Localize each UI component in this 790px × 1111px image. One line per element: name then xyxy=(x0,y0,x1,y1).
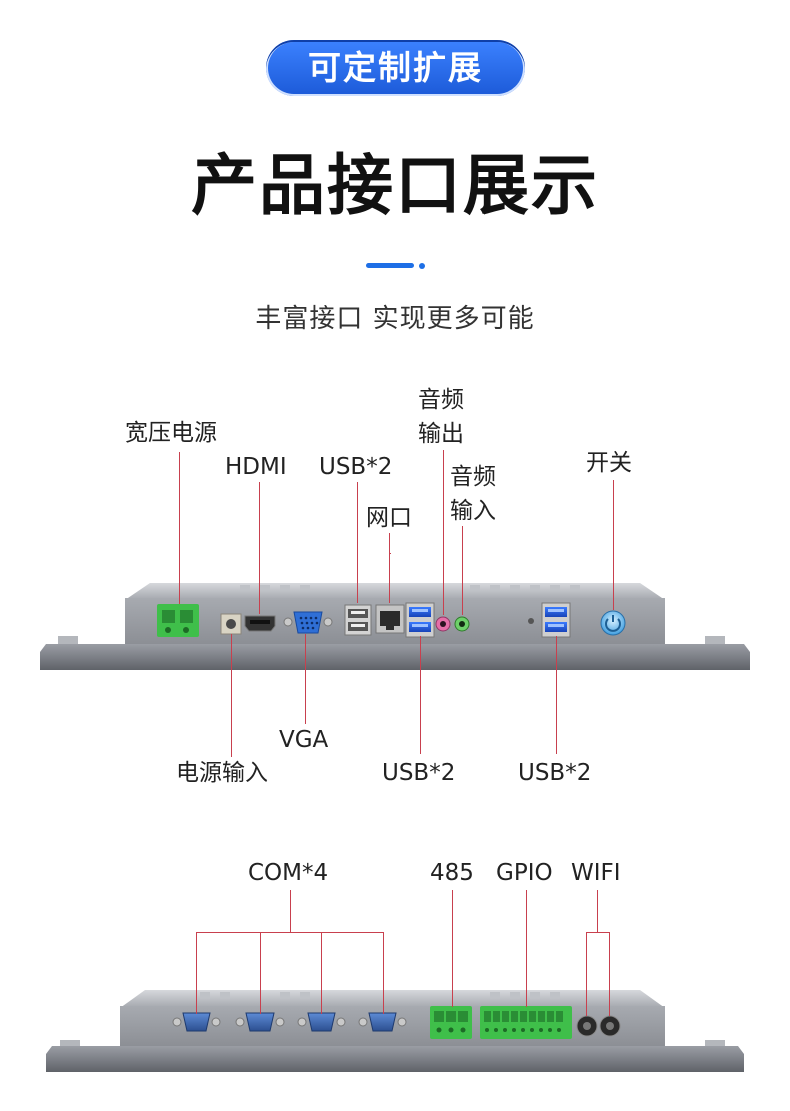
power-button xyxy=(600,610,626,636)
label-dc-in: 电源输入 xyxy=(176,760,268,786)
label-vga: VGA xyxy=(279,727,329,753)
com-port-1 xyxy=(172,1012,221,1032)
page-title: 产品接口展示 xyxy=(191,147,599,224)
leader-wifi-2 xyxy=(609,932,610,1016)
leader-audio-out xyxy=(443,450,444,615)
heatsink-fins-2 xyxy=(120,990,665,1008)
leader-audio-in xyxy=(462,526,463,615)
leader-wide-power xyxy=(179,452,180,604)
label-usb-top: USB*2 xyxy=(319,454,393,480)
leader-com-bracket xyxy=(196,932,384,933)
wifi-antenna-port-2 xyxy=(599,1015,621,1037)
leader-com-stem xyxy=(290,890,291,932)
label-wide-power: 宽压电源 xyxy=(125,420,217,446)
dc-power-jack xyxy=(220,613,242,635)
label-hdmi: HDMI xyxy=(225,454,287,480)
leader-wifi-bracket xyxy=(586,932,610,933)
label-usb-bottom-2: USB*2 xyxy=(518,760,592,786)
title-underline-dot xyxy=(419,263,425,269)
wide-voltage-power-terminal xyxy=(157,604,199,637)
wifi-antenna-port-1 xyxy=(576,1015,598,1037)
audio-in-jack xyxy=(454,616,470,632)
leader-gpio xyxy=(526,890,527,1007)
label-com: COM*4 xyxy=(248,860,329,886)
display-frame xyxy=(40,644,750,670)
leader-rs485 xyxy=(452,890,453,1007)
usb2-stacked-port xyxy=(344,604,372,636)
title-underline xyxy=(366,263,414,268)
label-audio-in-line2: 输入 xyxy=(450,498,496,524)
leader-power-switch xyxy=(613,480,614,610)
label-gpio: GPIO xyxy=(496,860,553,886)
label-rs485: 485 xyxy=(430,860,474,886)
leader-wifi-1 xyxy=(586,932,587,1016)
rs485-terminal xyxy=(430,1006,472,1039)
leader-lan-b xyxy=(389,553,391,554)
leader-com-1 xyxy=(196,932,197,1014)
leader-lan-c xyxy=(389,553,390,603)
leader-lan-a xyxy=(389,533,390,553)
leader-hdmi xyxy=(259,482,260,614)
leader-com-2 xyxy=(260,932,261,1014)
badge-custom-extension: 可定制扩展 xyxy=(266,40,525,96)
heatsink-fins xyxy=(125,583,665,600)
vga-port xyxy=(283,611,333,634)
leader-wifi-stem xyxy=(597,890,598,932)
leader-dc-in xyxy=(231,634,232,757)
page-subtitle: 丰富接口 实现更多可能 xyxy=(255,304,535,334)
ethernet-port xyxy=(375,604,405,634)
leader-com-3 xyxy=(321,932,322,1014)
gpio-terminal xyxy=(480,1006,572,1039)
label-usb-bottom-1: USB*2 xyxy=(382,760,456,786)
usb3-stacked-port-left xyxy=(405,602,435,638)
label-audio-out-line2: 输出 xyxy=(418,421,464,447)
label-lan: 网口 xyxy=(366,505,412,531)
label-audio-out-line1: 音频 xyxy=(418,387,464,413)
leader-usb-bottom-1 xyxy=(420,636,421,754)
leader-vga xyxy=(305,634,306,724)
label-power-switch: 开关 xyxy=(586,450,632,476)
com-port-4 xyxy=(358,1012,407,1032)
label-audio-in-line1: 音频 xyxy=(450,464,496,490)
leader-com-4 xyxy=(383,932,384,1014)
com-port-3 xyxy=(297,1012,346,1032)
label-wifi: WIFI xyxy=(571,860,621,886)
leader-usb-bottom-2 xyxy=(556,636,557,754)
audio-out-jack xyxy=(435,616,451,632)
display-frame-2 xyxy=(46,1046,744,1072)
com-port-2 xyxy=(235,1012,285,1032)
hdmi-port xyxy=(244,615,276,632)
usb3-stacked-port-right xyxy=(541,602,571,638)
leader-usb-top xyxy=(357,482,358,603)
